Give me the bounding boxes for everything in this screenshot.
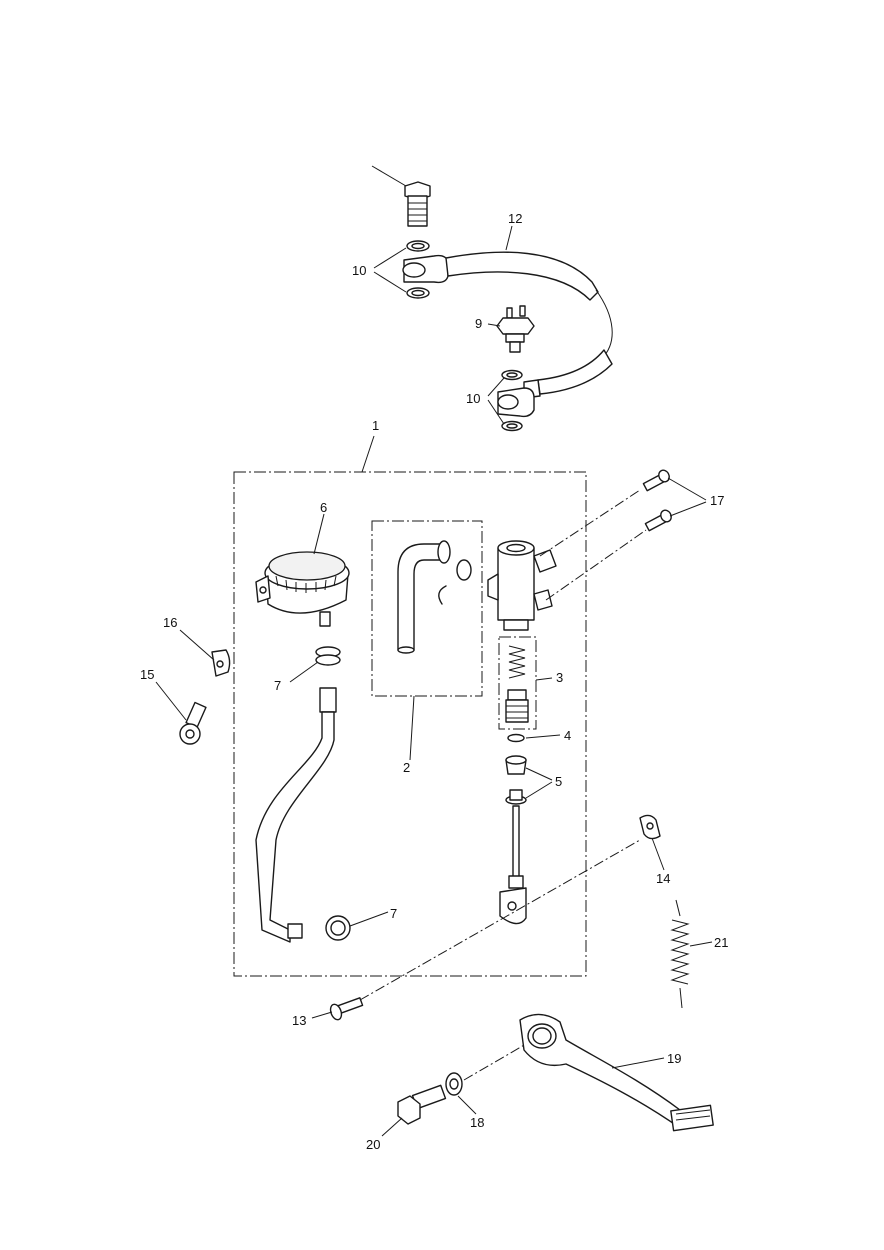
callout-2: 2 <box>403 760 410 775</box>
hose-clip-7-bottom <box>325 915 351 941</box>
leader-7b <box>349 911 389 927</box>
leader-17-top <box>667 477 707 501</box>
callout-13: 13 <box>292 1013 306 1028</box>
return-spring-21 <box>670 899 690 1009</box>
callout-10-bottom: 10 <box>466 391 480 406</box>
callout-9: 9 <box>475 316 482 331</box>
callout-20: 20 <box>366 1137 380 1152</box>
bolts-17 <box>642 469 672 532</box>
hose-elbow-kit-2 <box>397 540 472 654</box>
leader-17-bottom <box>669 501 707 517</box>
clip-16 <box>211 649 231 677</box>
callout-7-top: 7 <box>274 678 281 693</box>
bolt-17-alignment-line-bottom <box>545 529 647 601</box>
callout-15: 15 <box>140 667 154 682</box>
fluid-reservoir-6 <box>255 551 350 627</box>
callout-21: 21 <box>714 935 728 950</box>
callout-4: 4 <box>564 728 571 743</box>
leader-10a-top <box>373 247 407 269</box>
callout-3: 3 <box>556 670 563 685</box>
leader-9 <box>487 323 501 327</box>
callout-16: 16 <box>163 615 177 630</box>
boot-and-washer-5 <box>505 755 527 805</box>
callout-12: 12 <box>508 211 522 226</box>
leader-16 <box>179 629 215 661</box>
washer-18 <box>445 1072 463 1096</box>
callout-18: 18 <box>470 1115 484 1130</box>
kit-3-dashed-boundary <box>498 636 537 730</box>
leader-2 <box>409 695 415 761</box>
hose-clip-7-top <box>315 646 341 666</box>
leader-21 <box>689 941 713 947</box>
leader-10b-top <box>487 377 505 397</box>
pivot-bolt-20 <box>397 1084 447 1125</box>
leader-12 <box>505 225 513 251</box>
pedal-pivot-alignment-line <box>463 1043 527 1081</box>
brake-pedal-19 <box>519 1013 714 1132</box>
assembly-1-dashed-boundary <box>233 471 587 977</box>
reservoir-hose <box>255 687 337 943</box>
leader-13 <box>311 1011 333 1019</box>
leader-14 <box>651 837 665 871</box>
kit-2-dashed-boundary <box>371 520 483 697</box>
leader-5-bottom <box>525 781 553 799</box>
leader-20 <box>381 1117 403 1137</box>
callout-5: 5 <box>555 774 562 789</box>
leader-4 <box>525 734 561 739</box>
bolt-15 <box>179 701 207 745</box>
callout-10-top: 10 <box>352 263 366 278</box>
push-rod <box>499 805 527 925</box>
leader-3 <box>535 677 553 681</box>
bolt-17-alignment-line-top <box>539 489 641 557</box>
callout-6: 6 <box>320 500 327 515</box>
sealing-washers-top <box>406 240 430 299</box>
clevis-pin-13 <box>329 997 364 1021</box>
callout-17: 17 <box>710 493 724 508</box>
leader-19 <box>611 1057 665 1069</box>
callout-1: 1 <box>372 418 379 433</box>
circlip-4 <box>507 733 525 743</box>
leader-10a-bottom <box>373 271 407 293</box>
leader-1 <box>361 435 375 473</box>
brake-hose-12 <box>402 251 613 418</box>
leader-15 <box>155 681 187 721</box>
piston-spring-kit-3 <box>505 645 529 723</box>
leader-5-top <box>525 767 553 781</box>
leader-7a <box>289 661 319 683</box>
brake-light-switch-9 <box>496 305 535 353</box>
callout-19: 19 <box>667 1051 681 1066</box>
banjo-bolt-top <box>371 165 431 227</box>
master-cylinder-body <box>487 540 557 631</box>
clip-14 <box>639 814 661 840</box>
sealing-washers-bottom <box>501 369 523 432</box>
callout-14: 14 <box>656 871 670 886</box>
leader-6 <box>313 513 325 555</box>
leader-10b-bottom <box>487 399 505 425</box>
callout-7-bottom: 7 <box>390 906 397 921</box>
leader-18 <box>457 1095 477 1115</box>
